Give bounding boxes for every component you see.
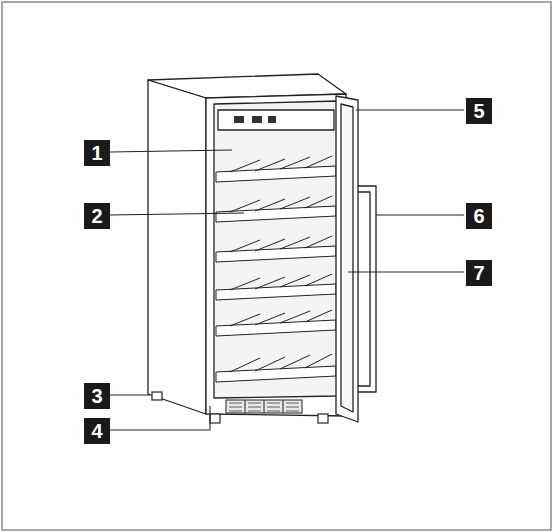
leader-line — [348, 271, 464, 272]
shelf — [216, 310, 336, 336]
callout-number: 6 — [466, 203, 492, 229]
leader-line — [110, 213, 244, 215]
callout-number: 3 — [84, 383, 110, 409]
ventilation-grille — [226, 400, 302, 413]
shelf — [216, 236, 336, 262]
cabinet — [148, 74, 346, 416]
leader-lines — [110, 110, 464, 430]
leader-line — [376, 214, 464, 215]
cabinet-front — [206, 94, 346, 416]
leader-line — [356, 109, 464, 110]
display — [268, 116, 276, 123]
handle — [358, 192, 370, 386]
shelf — [216, 354, 336, 382]
shelf — [216, 274, 336, 300]
shelf — [216, 156, 336, 182]
cabinet-interior — [214, 101, 338, 398]
callout-number: 7 — [466, 260, 492, 286]
shelves — [216, 156, 336, 382]
shelf — [216, 196, 336, 222]
callout-number: 4 — [84, 418, 110, 444]
door-glass — [341, 104, 353, 412]
display — [234, 116, 244, 123]
leader-line — [110, 150, 232, 152]
display — [252, 116, 262, 123]
leader-line — [110, 406, 210, 430]
control-panel — [218, 110, 334, 130]
feet — [152, 392, 328, 423]
door-frame — [336, 96, 358, 422]
callout-number: 1 — [84, 140, 110, 166]
leader-line — [110, 394, 150, 395]
door — [336, 96, 376, 422]
callout-number: 2 — [84, 203, 110, 229]
cabinet-side — [148, 80, 206, 414]
handle — [358, 186, 376, 392]
callout-number: 5 — [466, 98, 492, 124]
